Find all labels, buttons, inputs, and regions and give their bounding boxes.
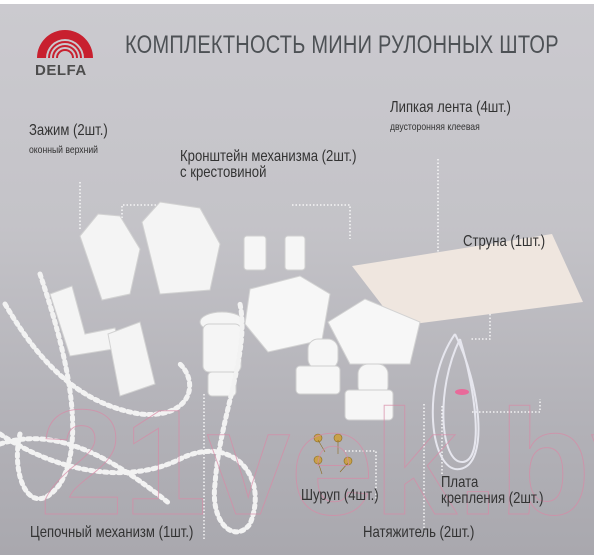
roller-mechanism [199,311,245,397]
watermark: 21vek.by [40,378,594,546]
delfa-logo-icon [37,30,93,59]
screws [313,433,353,475]
brand-logo-text: DELFA [35,62,87,79]
bracket-note: с крестовиной [180,164,267,181]
tape-label: Липкая лента (4шт.) [390,99,511,116]
tape-note: двусторонняя клеевая [390,121,480,133]
adhesive-tape [352,234,583,326]
product-photo: 21vek.by [0,30,594,547]
page-title: КОМПЛЕКТНОСТЬ МИНИ РУЛОННЫХ ШТОР [125,31,559,59]
string-label: Струна (1шт.) [463,233,546,250]
clamps [49,201,221,397]
tensioners [295,338,394,421]
bead-chain [0,271,258,535]
product-kit-image: 21vek.by DELFA КОМПЛЕКТНОСТЬ МИНИ РУЛОНН… [0,4,594,555]
screw-label: Шуруп (4шт.) [301,487,379,504]
chain-label: Цепочный механизм (1шт.) [30,524,194,541]
bracket-label: Кронштейн механизма (2шт.) [180,148,357,165]
plate-label-line2: крепления (2шт.) [441,490,544,507]
string-coil [431,333,480,471]
plate-label-line1: Плата [441,474,479,491]
clamp-label: Зажим (2шт.) [29,122,108,139]
mounting-plates [244,275,421,365]
clamp-note: оконный верхний [29,144,98,156]
tensioner-label: Натяжитель (2шт.) [363,524,475,541]
brackets [243,235,306,271]
